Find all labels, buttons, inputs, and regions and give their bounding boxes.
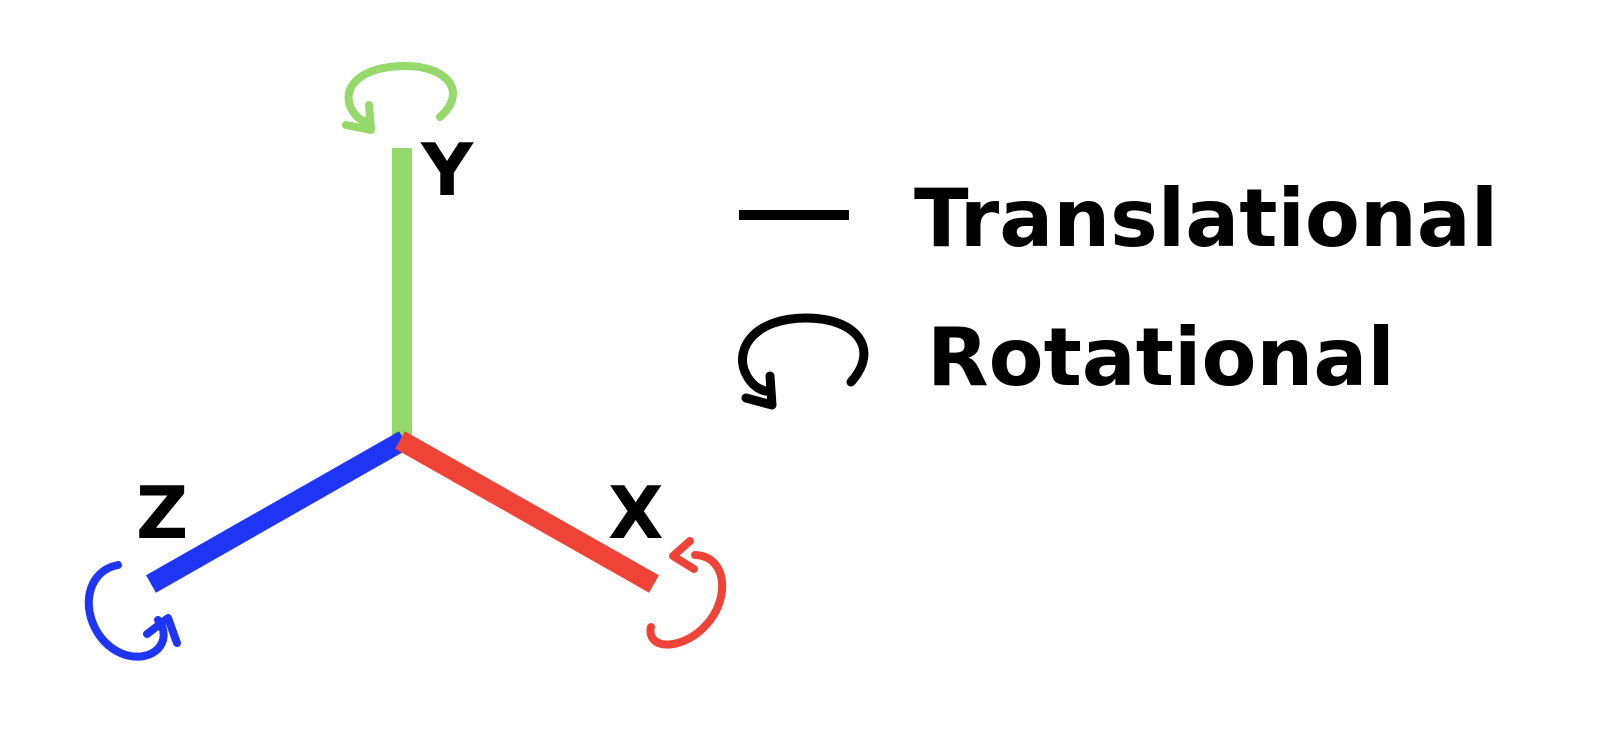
translational-label: Translational <box>914 172 1498 265</box>
z-axis-group: Z <box>84 431 409 661</box>
legend-rotational: Rotational <box>738 311 1395 410</box>
x-rotation-arrow-icon <box>646 537 727 649</box>
x-axis-group: X <box>395 431 727 649</box>
z-axis-label: Z <box>136 471 188 555</box>
legend-translational: Translational <box>739 172 1498 265</box>
z-rotation-arrow-icon <box>84 561 181 661</box>
x-axis-line <box>395 431 659 593</box>
x-axis-label: X <box>608 471 664 555</box>
z-axis-line <box>146 431 409 593</box>
rotational-arrow-icon <box>738 313 869 410</box>
y-rotation-arrow-icon <box>342 62 457 134</box>
y-axis-label: Y <box>420 128 474 212</box>
rotational-label: Rotational <box>927 311 1395 404</box>
y-axis-group: Y <box>342 62 474 440</box>
